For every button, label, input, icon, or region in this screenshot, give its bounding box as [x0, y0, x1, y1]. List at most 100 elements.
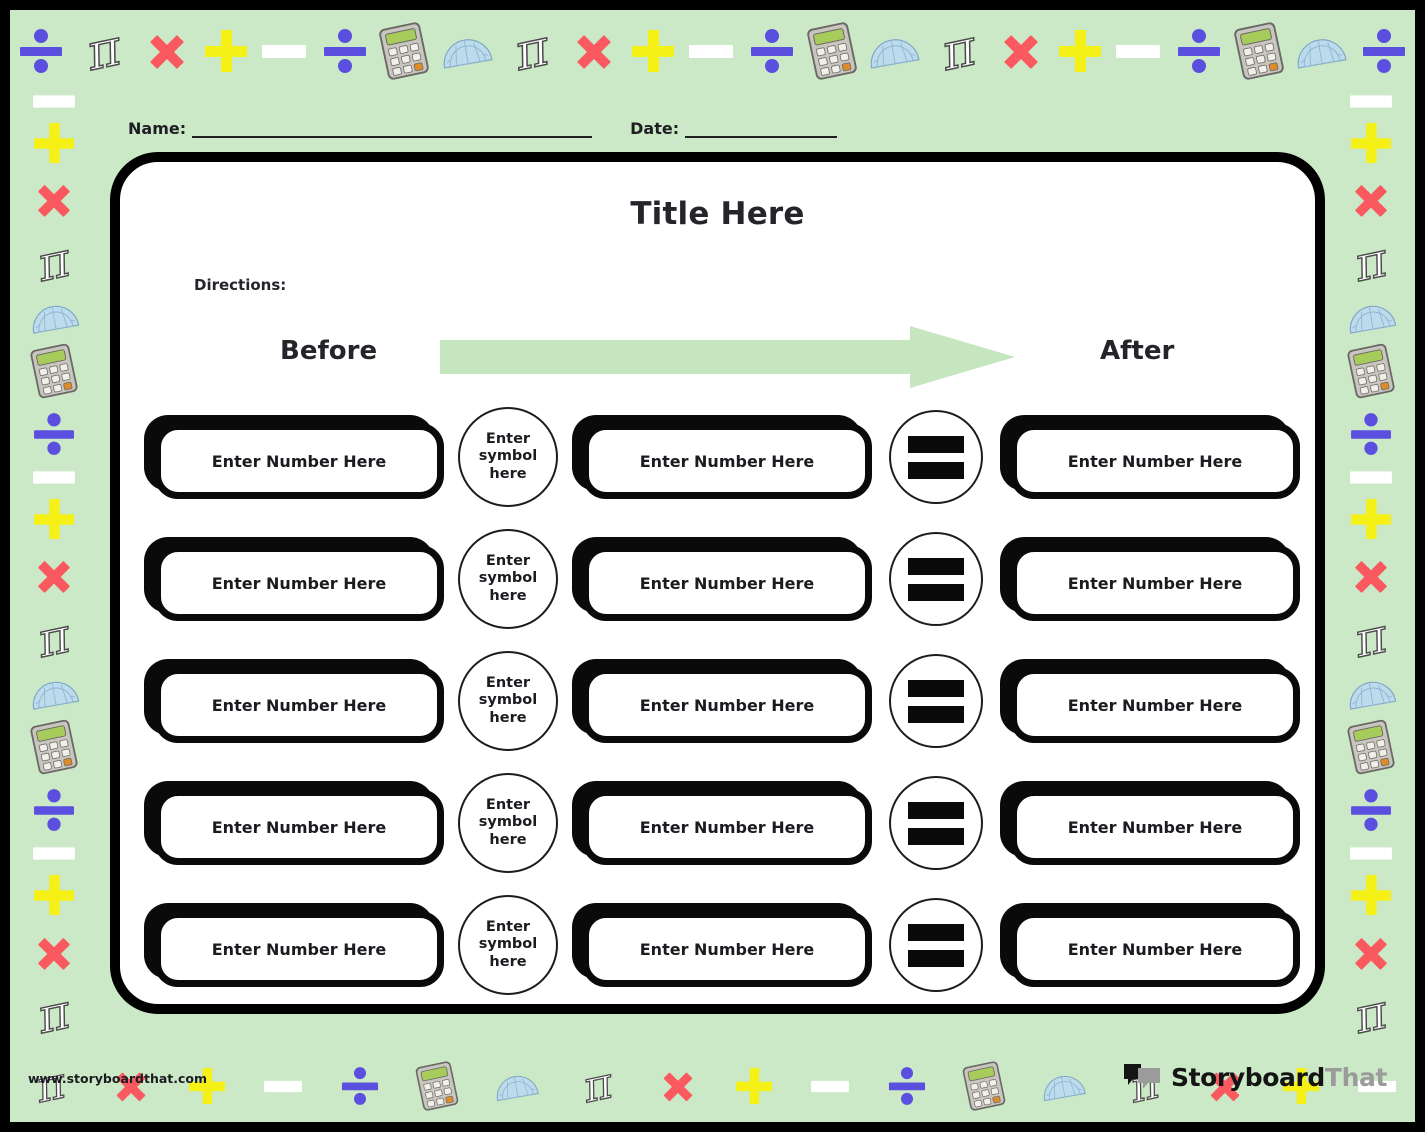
middle-number-box-text: Enter Number Here [639, 695, 815, 715]
brand-primary: Storyboard [1170, 1062, 1325, 1092]
symbol-line: symbol [478, 692, 538, 709]
before-number-box-text: Enter Number Here [211, 817, 387, 837]
after-number-box[interactable]: Enter Number Here [1000, 781, 1300, 865]
before-number-box-text: Enter Number Here [211, 573, 387, 593]
box-face: Enter Number Here [582, 545, 872, 621]
box-face: Enter Number Here [582, 789, 872, 865]
divide-icon [1349, 412, 1393, 456]
pi-icon: π [1349, 231, 1392, 293]
plus-icon [1351, 499, 1391, 540]
minus-icon [689, 44, 734, 58]
after-number-box[interactable]: Enter Number Here [1000, 415, 1300, 499]
pi-icon: π [81, 17, 127, 82]
multiply-icon [145, 29, 189, 73]
protractor-icon [441, 37, 493, 69]
date-label: Date: [630, 119, 680, 138]
directions-label[interactable]: Directions: [194, 276, 287, 294]
middle-number-box-text: Enter Number Here [639, 939, 815, 959]
middle-number-box[interactable]: Enter Number Here [572, 415, 872, 499]
symbol-line: Enter [485, 431, 531, 448]
minus-icon [262, 44, 307, 58]
pi-icon: π [579, 1057, 618, 1113]
before-number-box[interactable]: Enter Number Here [144, 537, 444, 621]
after-number-box[interactable]: Enter Number Here [1000, 903, 1300, 987]
before-number-box[interactable]: Enter Number Here [144, 659, 444, 743]
middle-number-box[interactable]: Enter Number Here [572, 903, 872, 987]
after-number-box[interactable]: Enter Number Here [1000, 659, 1300, 743]
progress-arrow-icon [440, 326, 1015, 388]
plus-icon [735, 1067, 772, 1105]
equals-circle-icon [889, 654, 983, 748]
symbol-line: here [489, 465, 527, 482]
calculator-icon [1347, 719, 1395, 775]
box-face: Enter Number Here [1010, 789, 1300, 865]
multiply-icon [33, 556, 75, 598]
protractor-icon [30, 303, 80, 334]
calculator-icon [962, 1061, 1006, 1111]
calculator-icon [30, 719, 78, 775]
pi-icon: π [32, 231, 75, 293]
symbol-line: Enter [485, 553, 531, 570]
box-face: Enter Number Here [154, 911, 444, 987]
after-number-box-text: Enter Number Here [1067, 573, 1243, 593]
after-number-box-text: Enter Number Here [1067, 695, 1243, 715]
protractor-icon [868, 37, 920, 69]
pi-icon: π [1349, 607, 1392, 669]
before-column-header: Before [280, 336, 378, 366]
middle-number-box[interactable]: Enter Number Here [572, 537, 872, 621]
before-number-box-text: Enter Number Here [211, 451, 387, 471]
divide-icon [340, 1066, 380, 1106]
name-input-line[interactable] [192, 119, 593, 138]
plus-icon [34, 875, 74, 916]
date-input-line[interactable] [685, 119, 838, 138]
multiply-icon [1350, 179, 1392, 221]
before-number-box[interactable]: Enter Number Here [144, 903, 444, 987]
multiply-icon [1350, 556, 1392, 598]
page-title[interactable]: Title Here [630, 196, 805, 232]
plus-icon [188, 1067, 225, 1105]
worksheet-page: πππ πππ πππ πππ Name: Date: Title Here D… [10, 10, 1415, 1122]
divide-icon [322, 28, 368, 74]
after-column-header: After [1100, 336, 1175, 366]
plus-icon [34, 123, 74, 164]
symbol-line: here [489, 587, 527, 604]
protractor-icon [1347, 303, 1397, 334]
equals-circle-icon [889, 898, 983, 992]
minus-icon [810, 1080, 849, 1092]
middle-number-box-text: Enter Number Here [639, 573, 815, 593]
name-label: Name: [128, 119, 187, 138]
calculator-icon [30, 343, 78, 399]
plus-icon [1351, 875, 1391, 916]
minus-icon [33, 95, 75, 108]
calculator-icon [415, 1061, 459, 1111]
column-header-row: Before After [120, 312, 1315, 390]
minus-icon [33, 847, 75, 860]
minus-icon [1357, 1080, 1396, 1092]
divide-icon [32, 412, 76, 456]
box-face: Enter Number Here [582, 423, 872, 499]
symbol-line: here [489, 831, 527, 848]
calculator-icon [1347, 343, 1395, 399]
symbol-line: Enter [485, 797, 531, 814]
middle-number-box[interactable]: Enter Number Here [572, 659, 872, 743]
before-number-box-text: Enter Number Here [211, 939, 387, 959]
protractor-icon [494, 1074, 539, 1102]
box-face: Enter Number Here [582, 667, 872, 743]
before-number-box[interactable]: Enter Number Here [144, 781, 444, 865]
after-number-box[interactable]: Enter Number Here [1000, 537, 1300, 621]
protractor-icon [1347, 679, 1397, 710]
box-face: Enter Number Here [154, 667, 444, 743]
middle-number-box[interactable]: Enter Number Here [572, 781, 872, 865]
before-number-box[interactable]: Enter Number Here [144, 415, 444, 499]
minus-icon [263, 1080, 302, 1092]
